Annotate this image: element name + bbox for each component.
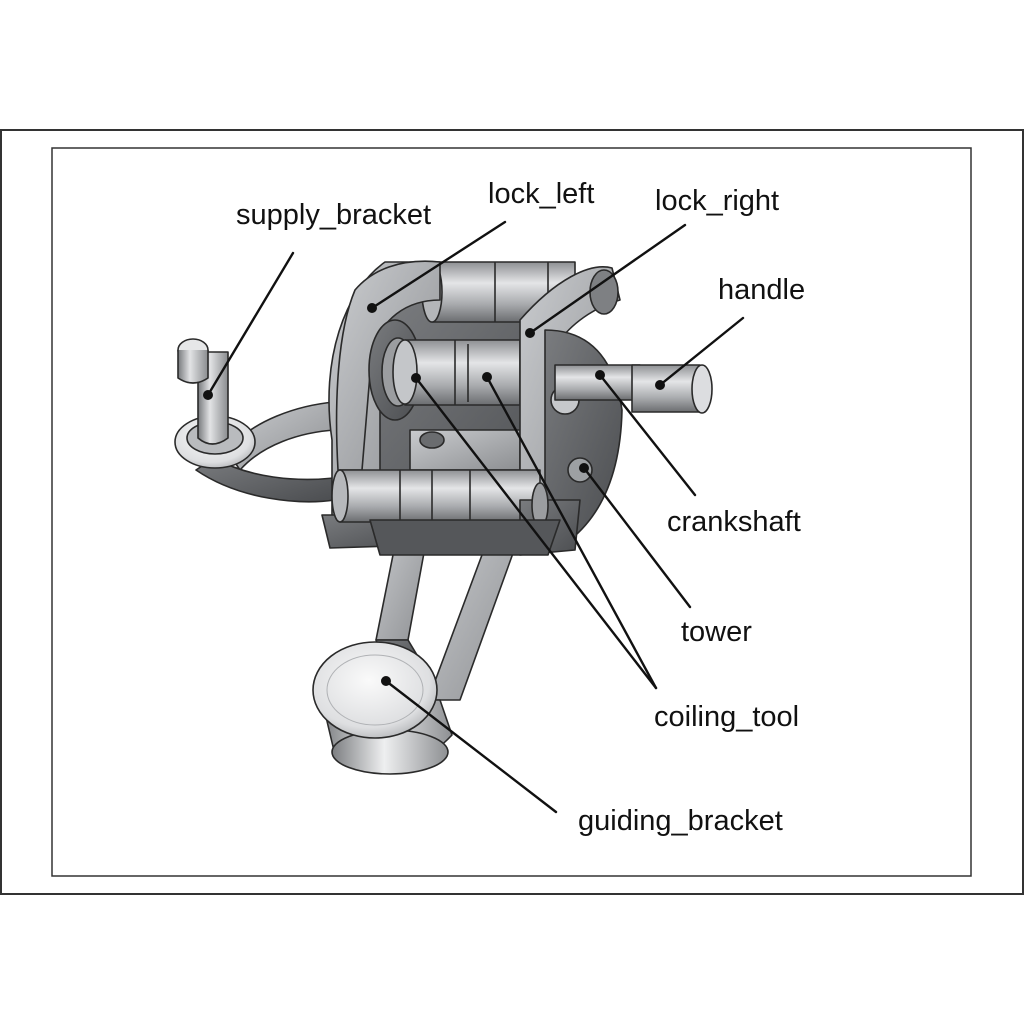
main-housing <box>321 260 713 556</box>
leader-handle <box>655 316 745 390</box>
label-lock-right: lock_right <box>655 185 779 217</box>
leader-guiding-bracket <box>381 676 558 814</box>
leader-tower <box>579 463 692 609</box>
machine-illustration <box>174 260 713 775</box>
label-handle: handle <box>718 274 805 306</box>
leader-coiling-tool <box>411 372 658 690</box>
label-crankshaft: crankshaft <box>667 506 801 538</box>
leader-lock-left <box>367 220 507 313</box>
leader-supply-bracket <box>203 251 295 400</box>
leader-lock-right <box>525 223 687 338</box>
label-supply-bracket: supply_bracket <box>236 199 431 231</box>
guiding-bracket-part <box>312 641 453 775</box>
label-coiling-tool: coiling_tool <box>654 701 799 733</box>
supply-bracket-part <box>174 338 337 503</box>
label-guiding-bracket: guiding_bracket <box>578 805 783 837</box>
leader-crankshaft <box>595 370 697 497</box>
part-labels: supply_bracket lock_left lock_right hand… <box>236 178 805 837</box>
label-lock-left: lock_left <box>488 178 594 210</box>
label-tower: tower <box>681 616 752 648</box>
leader-lines <box>203 220 745 814</box>
